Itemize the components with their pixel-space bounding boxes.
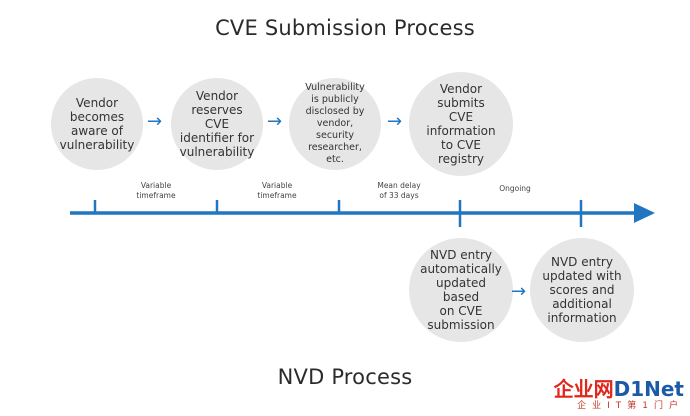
cve-step-public-disclosure: Vulnerability is publicly disclosed by v… [289,78,381,170]
nvd-process-title: NVD Process [277,365,413,389]
cve-step-reserve-identifier: Vendor reserves CVE identifier for vulne… [171,78,263,170]
step-arrow-nvd: → [511,281,527,302]
cve-step-submit-registry: Vendor submits CVE information to CVE re… [409,72,513,176]
step-arrow-3: → [387,111,403,132]
step-arrow-2: → [267,111,283,132]
watermark-brand-red: 企业网 [553,377,614,401]
watermark-brand-blue: D1Net [613,377,684,401]
watermark-logo: 企业网D1Net 企业IT第1门户 [554,378,684,412]
nvd-step-scores-update: NVD entry updated with scores and additi… [530,238,634,342]
nvd-step-auto-update: NVD entry automatically updated based on… [409,238,513,342]
period-label-2: Variable timeframe [257,181,297,200]
timeline-arrowhead [634,203,655,223]
watermark-tagline: 企业IT第1门户 [577,401,684,411]
step-arrow-1: → [147,111,163,132]
cve-process-title: CVE Submission Process [215,16,475,40]
period-label-3: Mean delay of 33 days [377,181,421,200]
period-label-1: Variable timeframe [136,181,176,200]
period-label-4: Ongoing [499,184,531,193]
cve-step-vendor-aware: Vendor becomes aware of vulnerability [51,78,143,170]
